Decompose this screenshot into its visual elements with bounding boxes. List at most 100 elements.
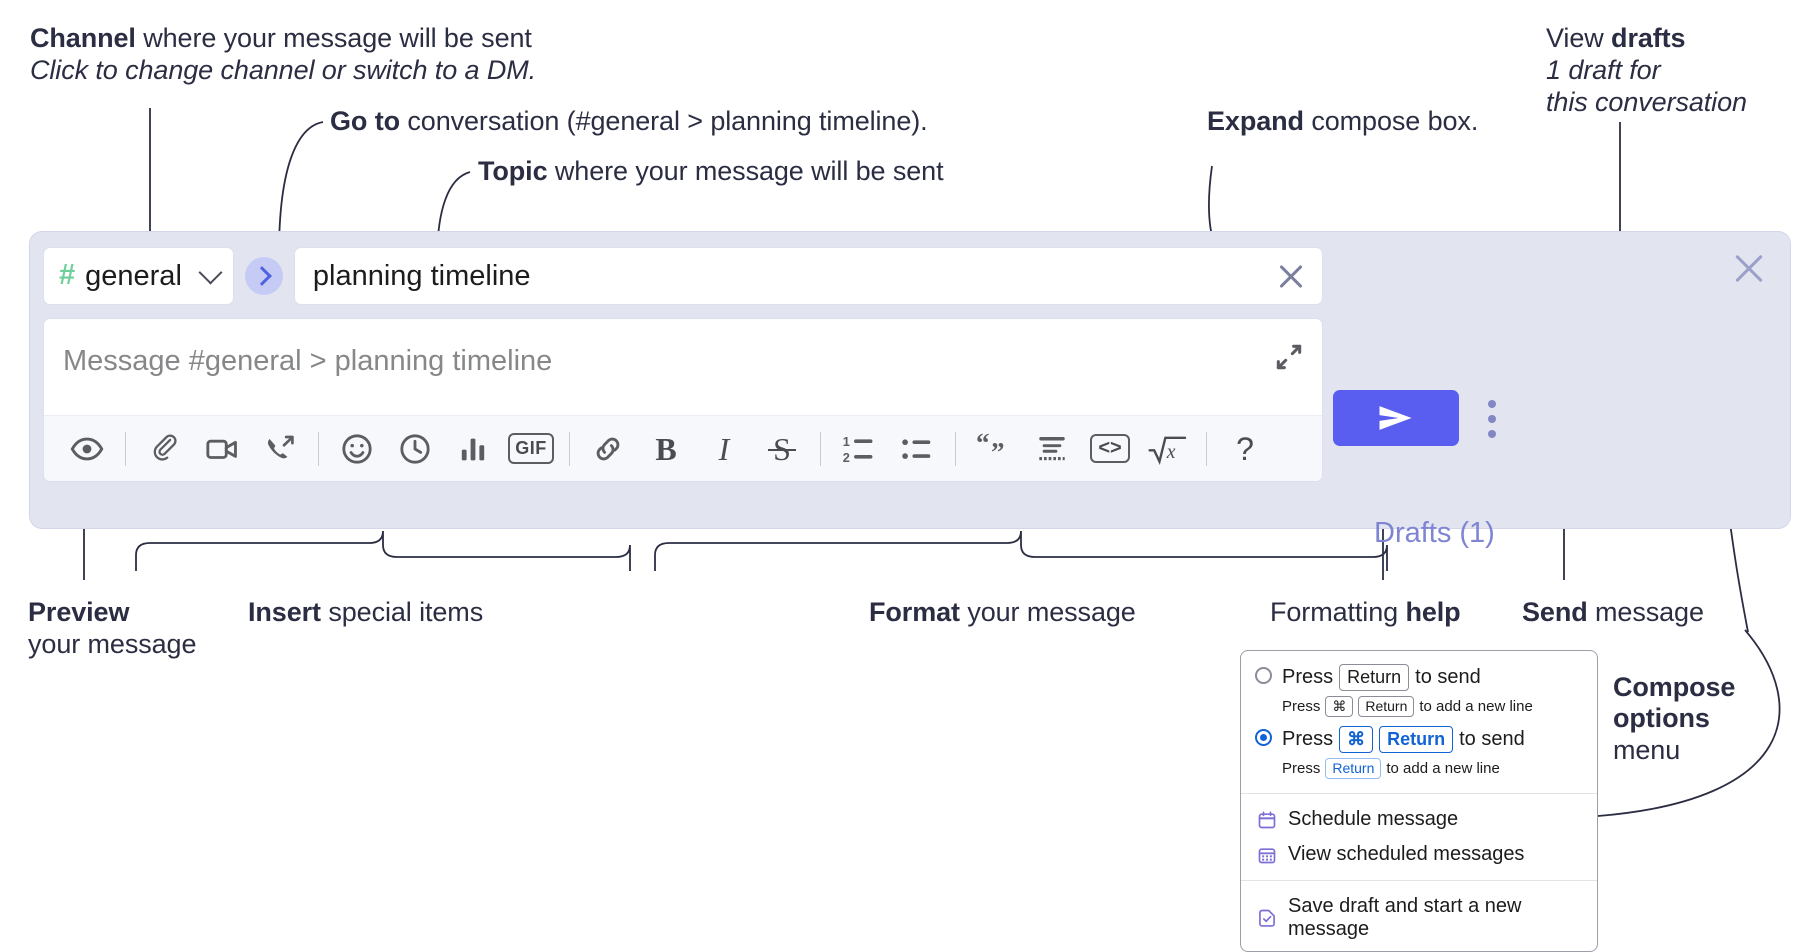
toolbar-separator — [569, 431, 570, 466]
expand-compose-box-icon[interactable] — [1273, 341, 1305, 373]
bulleted-list-icon[interactable] — [888, 423, 946, 475]
message-box: Message #general > planning timeline — [43, 318, 1323, 482]
link-icon[interactable] — [579, 423, 637, 475]
send-option-sub: Press Return to add a new line — [1241, 756, 1597, 786]
opt-subtext: to add a new line — [1386, 759, 1500, 777]
radio-selected[interactable] — [1255, 729, 1272, 746]
send-message-button[interactable] — [1333, 390, 1459, 446]
send-icon — [1379, 406, 1412, 430]
code-label: <> — [1090, 434, 1130, 463]
gif-icon[interactable]: GIF — [502, 423, 560, 475]
send-option-sub: Press ⌘ Return to add a new line — [1241, 694, 1597, 724]
latex-icon[interactable]: x — [1139, 423, 1197, 475]
opt-text: to send — [1415, 665, 1481, 688]
drafts-link[interactable]: Drafts (1) — [1374, 517, 1495, 549]
blockquote-icon[interactable]: “ ” — [965, 423, 1023, 475]
preview-icon[interactable] — [58, 423, 116, 475]
calendar-grid-icon — [1257, 845, 1277, 865]
opt-subtext: to add a new line — [1419, 697, 1533, 715]
calendar-icon — [1257, 810, 1277, 830]
annotation-drafts-pre: View — [1546, 23, 1612, 53]
code-icon[interactable]: <> — [1081, 423, 1139, 475]
help-label: ? — [1236, 430, 1254, 467]
annotation-expand: Expand compose box. — [1207, 105, 1478, 137]
bold-icon[interactable]: B — [637, 423, 695, 475]
italic-icon[interactable]: I — [695, 423, 753, 475]
annotation-expand-bold: Expand — [1207, 106, 1304, 136]
poll-icon[interactable] — [444, 423, 502, 475]
toolbar-separator — [318, 431, 319, 466]
annotation-goto-rest: conversation (#general > planning timeli… — [399, 106, 928, 136]
svg-text:x: x — [1166, 441, 1176, 463]
annotation-insert: Insert special items — [248, 596, 483, 628]
menu-item-save-draft[interactable]: Save draft and start a new message — [1241, 889, 1597, 947]
annotation-format: Format your message — [869, 596, 1136, 628]
hash-icon: # — [59, 258, 76, 291]
annotation-format-rest: your message — [959, 597, 1136, 627]
clock-icon[interactable] — [386, 423, 444, 475]
help-icon[interactable]: ? — [1216, 423, 1274, 475]
strikethrough-icon[interactable]: S — [753, 423, 811, 475]
key-cmd: ⌘ — [1339, 726, 1374, 753]
annotation-preview: Preview your message — [28, 596, 196, 660]
annotation-insert-bold: Insert — [248, 597, 321, 627]
attachment-icon[interactable] — [135, 423, 193, 475]
clear-topic-icon[interactable] — [1274, 259, 1308, 293]
go-to-conversation-button[interactable] — [244, 257, 283, 295]
message-placeholder: Message #general > planning timeline — [63, 345, 553, 377]
annotation-send: Send message — [1522, 596, 1704, 628]
annotation-send-rest: message — [1587, 597, 1704, 627]
annotation-channel-rest: where your message will be sent — [135, 23, 532, 53]
send-option-row[interactable]: Press Return to send — [1241, 661, 1597, 694]
menu-item-view-scheduled-messages[interactable]: View scheduled messages — [1241, 837, 1597, 872]
bold-label: B — [655, 430, 677, 467]
annotation-drafts: View drafts 1 draft for this conversatio… — [1546, 22, 1747, 118]
code-block-icon[interactable] — [1023, 423, 1081, 475]
message-input[interactable]: Message #general > planning timeline — [44, 319, 1322, 415]
gif-label: GIF — [508, 433, 554, 464]
annotation-compose-options-bold2: options — [1613, 703, 1710, 734]
channel-select[interactable]: # general — [43, 247, 234, 305]
chevron-down-icon — [198, 259, 223, 285]
kebab-dot — [1488, 415, 1496, 423]
italic-label: I — [718, 430, 730, 467]
annotation-compose-options: Compose options menu — [1613, 672, 1735, 766]
annotation-drafts-sub1: 1 draft for — [1546, 55, 1661, 86]
menu-divider — [1241, 793, 1597, 794]
svg-text:1: 1 — [843, 434, 850, 449]
toolbar-separator — [1206, 431, 1207, 466]
annotation-insert-rest: special items — [320, 597, 484, 627]
annotation-goto-bold: Go to — [330, 106, 400, 136]
ordered-list-icon[interactable]: 1 2 — [830, 423, 888, 475]
emoji-icon[interactable] — [328, 423, 386, 475]
compose-options-menu-button[interactable] — [1477, 394, 1507, 444]
svg-text:2: 2 — [843, 449, 850, 464]
svg-text:”: ” — [991, 437, 1005, 467]
annotation-channel-sub: Click to change channel or switch to a D… — [30, 55, 537, 86]
annotation-topic-bold: Topic — [478, 156, 548, 186]
annotation-format-bold: Format — [869, 597, 960, 627]
topic-field[interactable]: planning timeline — [293, 247, 1323, 305]
opt-subtext: Press — [1282, 759, 1321, 777]
opt-subtext: Press — [1282, 697, 1321, 715]
strike-line — [768, 448, 796, 451]
close-compose-icon[interactable] — [1730, 250, 1768, 288]
annotation-channel: Channel where your message will be sent … — [30, 22, 536, 86]
annotation-topic: Topic where your message will be sent — [478, 155, 944, 187]
formatting-toolbar: GIF B I S — [44, 415, 1322, 481]
key-return: Return — [1339, 664, 1410, 691]
send-option-row[interactable]: Press ⌘ Return to send — [1241, 723, 1597, 756]
annotation-help: Formatting help — [1270, 596, 1461, 628]
save-draft-icon — [1257, 908, 1277, 928]
video-icon[interactable] — [193, 423, 251, 475]
annotation-send-bold: Send — [1522, 597, 1588, 627]
opt-text: Press — [1282, 727, 1334, 750]
annotation-goto: Go to conversation (#general > planning … — [330, 105, 928, 137]
send-option-main: Press ⌘ Return to send — [1282, 726, 1525, 753]
radio-unselected[interactable] — [1255, 667, 1272, 684]
kebab-dot — [1488, 400, 1496, 408]
kebab-dot — [1488, 430, 1496, 438]
menu-item-label: Save draft and start a new message — [1288, 895, 1522, 940]
audio-icon[interactable] — [251, 423, 309, 475]
menu-item-schedule-message[interactable]: Schedule message — [1241, 802, 1597, 837]
